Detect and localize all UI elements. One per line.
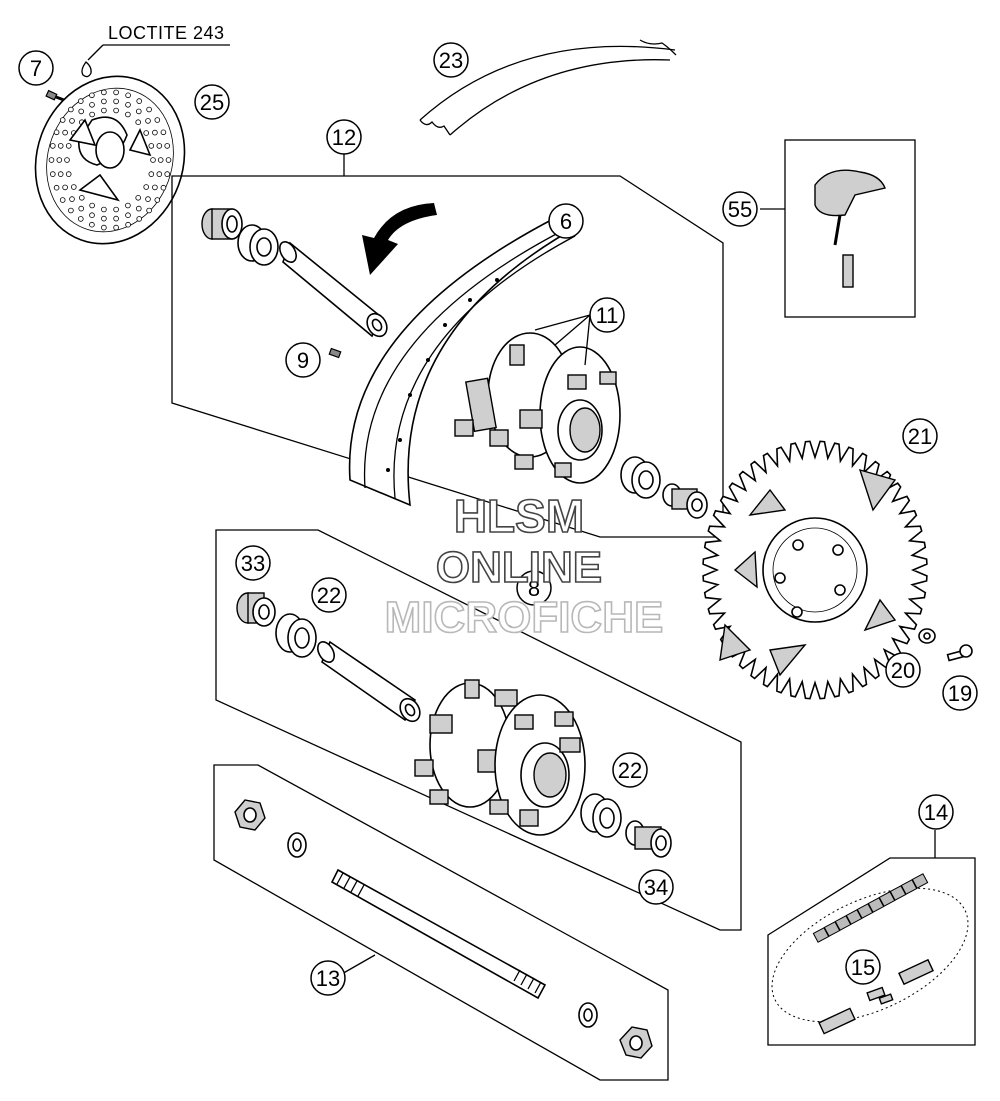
- callout-22b: 22: [612, 752, 648, 788]
- screw-7: [45, 89, 65, 102]
- loctite-note: LOCTITE 243: [81, 23, 230, 78]
- callout-33: 33: [235, 545, 271, 581]
- callout-25: 25: [194, 84, 230, 120]
- svg-text:22: 22: [618, 758, 642, 783]
- axle-box: [213, 764, 669, 1081]
- callout-13: 13: [310, 960, 346, 996]
- svg-text:9: 9: [297, 348, 309, 373]
- svg-text:23: 23: [439, 48, 463, 73]
- svg-text:6: 6: [560, 209, 572, 234]
- callout-11: 11: [589, 297, 625, 333]
- axle-nut-right: [619, 1026, 653, 1059]
- bearing-22-left: [275, 613, 317, 658]
- spacer-top-right: [662, 483, 708, 519]
- axle-13: [330, 868, 547, 1000]
- rim-tape-23: [419, 39, 677, 136]
- washer-20: [918, 628, 936, 644]
- callout-12: 12: [326, 119, 362, 176]
- svg-text:7: 7: [30, 56, 42, 81]
- svg-text:19: 19: [948, 681, 972, 706]
- watermark-line2: ONLINE: [436, 543, 602, 592]
- svg-text:14: 14: [924, 800, 948, 825]
- bearing-22-right: [580, 793, 622, 838]
- assembly-direction-arrow: [362, 203, 437, 275]
- leader-11a: [534, 314, 591, 331]
- bolt-19: [946, 644, 973, 662]
- svg-text:22: 22: [317, 583, 341, 608]
- callout-19: 19: [942, 675, 978, 711]
- callout-7: 7: [18, 50, 54, 86]
- svg-text:20: 20: [891, 658, 915, 683]
- valve-cap-55: [814, 169, 886, 288]
- svg-text:12: 12: [332, 125, 356, 150]
- master-link-15: [818, 958, 934, 1035]
- callout-15: 15: [845, 949, 881, 985]
- rim-6: [348, 217, 583, 507]
- callout-8: 8: [516, 570, 552, 606]
- loctite-label: LOCTITE 243: [108, 23, 225, 43]
- leader-11b: [554, 314, 591, 346]
- svg-text:8: 8: [528, 576, 540, 601]
- watermark-line3: MICROFICHE: [385, 593, 664, 642]
- svg-text:55: 55: [728, 197, 752, 222]
- spacer-34: [625, 820, 672, 858]
- svg-text:25: 25: [200, 90, 224, 115]
- chain-box: [767, 857, 976, 1046]
- distance-tube-top: [279, 241, 388, 338]
- leader-13: [339, 954, 376, 976]
- bearing-top-right: [620, 456, 661, 499]
- chain-loop: [771, 887, 969, 1023]
- svg-text:13: 13: [316, 966, 340, 991]
- callout-6: 6: [548, 203, 584, 239]
- callout-55: 55: [722, 191, 758, 227]
- svg-text:11: 11: [596, 303, 619, 328]
- hub-assembly-box: [215, 529, 742, 931]
- callout-9: 9: [285, 342, 321, 378]
- axle-washer-right: [578, 1002, 598, 1028]
- svg-text:34: 34: [644, 875, 668, 900]
- hub-11: [454, 332, 621, 484]
- callout-22a: 22: [311, 577, 347, 613]
- callout-21: 21: [902, 418, 938, 454]
- spoke-nipple-9: [328, 347, 342, 359]
- callout-34: 34: [638, 869, 674, 905]
- watermark-line1: HLSM: [454, 490, 584, 542]
- spacer-top-left: [201, 208, 243, 240]
- svg-text:15: 15: [851, 955, 875, 980]
- sprocket-21: [702, 440, 928, 700]
- loctite-drop-icon: [81, 61, 92, 78]
- axle-nut-left: [234, 799, 266, 831]
- callout-23: 23: [433, 42, 469, 78]
- loctite-leader: [87, 44, 104, 61]
- bearing-top-left: [237, 224, 279, 266]
- callout-14: 14: [918, 794, 954, 830]
- svg-text:21: 21: [908, 424, 932, 449]
- hub-mid: [414, 679, 586, 836]
- distance-tube-mid: [317, 640, 421, 723]
- chain-segment: [812, 873, 929, 943]
- leader-11c: [584, 314, 591, 366]
- callout-20: 20: [885, 652, 921, 688]
- axle-washer-left: [287, 832, 307, 858]
- valve-box: [784, 139, 916, 318]
- svg-text:33: 33: [241, 551, 265, 576]
- spacer-33: [236, 592, 276, 627]
- watermark: HLSM ONLINE MICROFICHE: [384, 489, 664, 643]
- brake-disc-25: [34, 75, 186, 245]
